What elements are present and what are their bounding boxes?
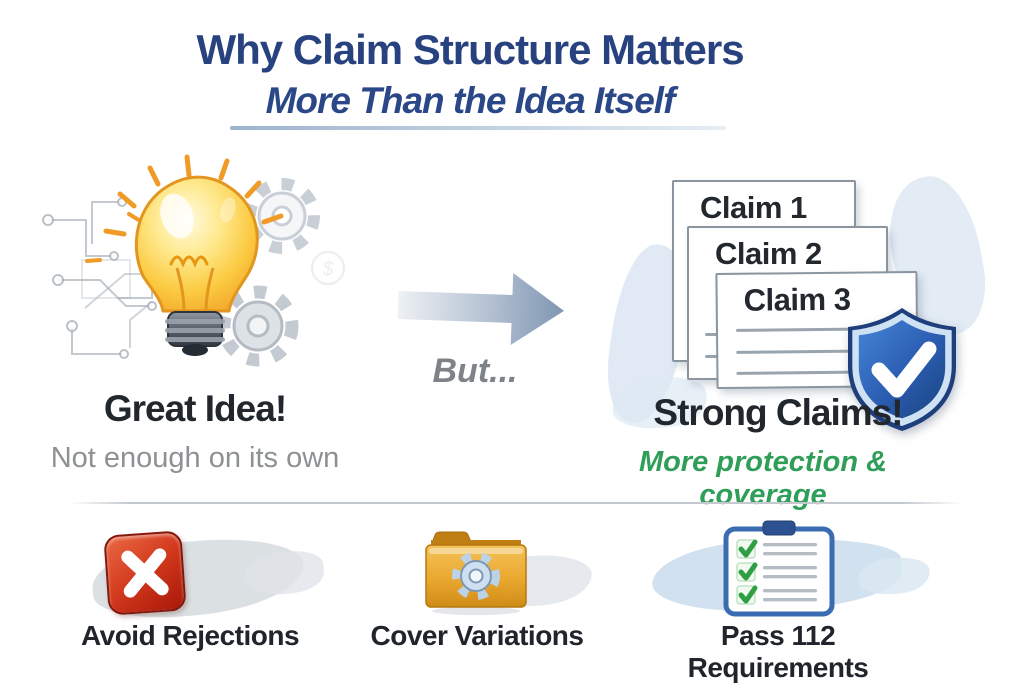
claim-card-label: Claim 1 bbox=[700, 190, 807, 225]
section-divider bbox=[68, 502, 964, 504]
lightbulb-gears-circuit-icon: $ bbox=[42, 154, 346, 367]
idea-caption: Not enough on its own bbox=[50, 442, 340, 474]
benefit-label: Avoid Rejections bbox=[80, 620, 300, 651]
claim-card-label: Claim 3 bbox=[743, 281, 851, 318]
right-arrow-icon bbox=[397, 273, 564, 345]
shield-checkmark-icon bbox=[848, 308, 956, 431]
red-x-icon bbox=[103, 530, 187, 616]
claims-caption: More protection & coverage bbox=[638, 446, 888, 511]
gear-icon bbox=[452, 552, 500, 600]
lightbulb-icon bbox=[134, 175, 259, 356]
benefit-label: Pass 112 Requirements bbox=[687, 620, 869, 683]
folder-gear-icon bbox=[425, 531, 527, 615]
idea-heading: Great Idea! bbox=[103, 388, 287, 429]
claim-cards-stack: Claim 1 Claim 2 Claim 3 bbox=[650, 168, 980, 400]
title-underline bbox=[230, 126, 726, 130]
checkmark-icon bbox=[736, 539, 758, 605]
circuit-pattern-icon bbox=[42, 197, 157, 359]
dollar-coin-icon: $ bbox=[310, 250, 346, 286]
claim-card-label: Claim 2 bbox=[715, 236, 822, 271]
page-subtitle: More Than the Idea Itself bbox=[265, 80, 676, 121]
svg-text:$: $ bbox=[322, 259, 334, 280]
benefit-label: Cover Variations bbox=[370, 620, 584, 651]
page-title: Why Claim Structure Matters bbox=[196, 26, 744, 73]
clipboard-checklist-icon bbox=[723, 520, 835, 617]
claims-heading: Strong Claims! bbox=[653, 392, 903, 433]
but-label: But... bbox=[432, 352, 518, 390]
